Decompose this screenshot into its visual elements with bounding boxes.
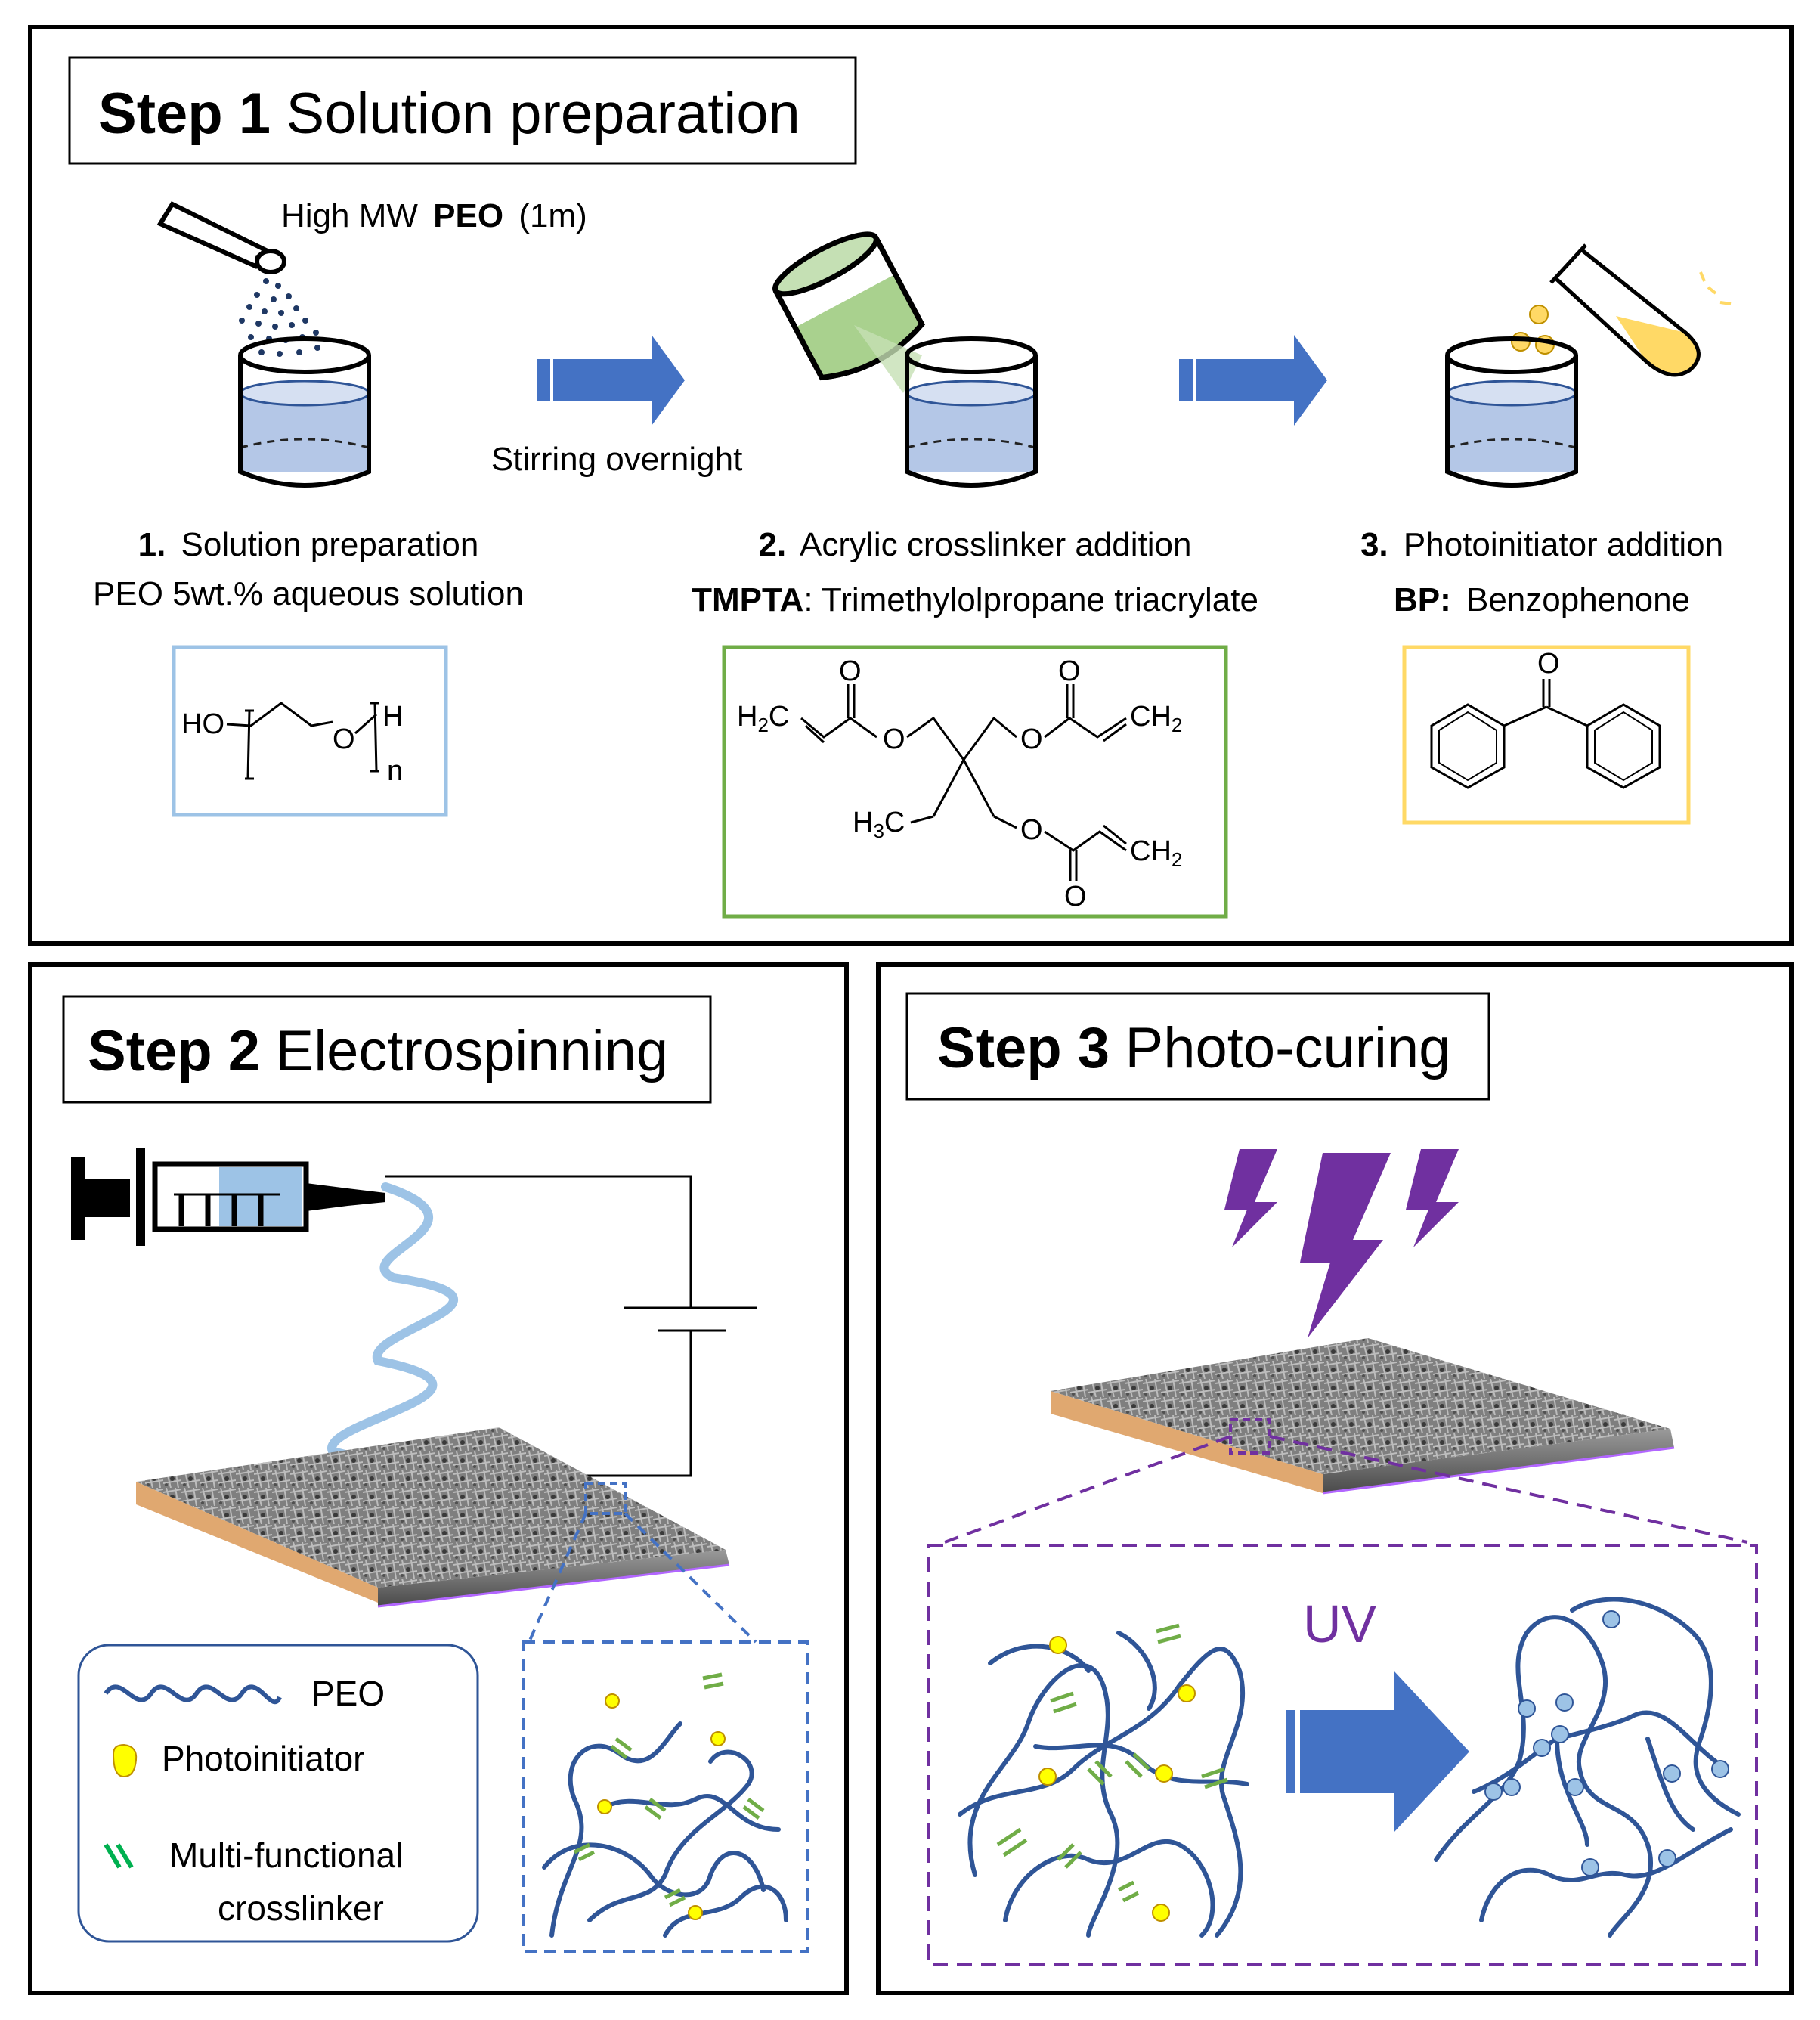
photoinitiator-dots xyxy=(1038,1636,1196,1922)
powder-particle xyxy=(293,305,299,311)
powder-particle xyxy=(258,349,265,355)
powder-particle xyxy=(275,283,281,289)
powder-particle xyxy=(246,304,252,310)
peo-structure: HO O H n xyxy=(172,645,448,817)
svg-text:O: O xyxy=(1064,881,1087,912)
powder-particle xyxy=(296,349,302,355)
svg-text:O: O xyxy=(839,655,862,687)
svg-text:O: O xyxy=(1058,655,1081,687)
svg-text:CH2: CH2 xyxy=(1130,835,1182,871)
step3-frame xyxy=(876,962,1794,1995)
powder-particle xyxy=(272,324,278,330)
step3-title: Step 3 Photo-curing xyxy=(937,1016,1450,1080)
peo-network-cured xyxy=(1434,1597,1741,1938)
step1-frame xyxy=(28,25,1794,946)
sub2-line2: TMPTA: Trimethylolpropane triacrylate xyxy=(692,581,1258,618)
powder-particle xyxy=(262,308,268,314)
legend-photoinitiator-label: Photoinitiator xyxy=(162,1739,365,1778)
zoom-panel xyxy=(522,1640,809,1953)
powder-label: High MW PEO (1m) xyxy=(281,197,587,234)
legend-photoinitiator-swatch xyxy=(112,1743,138,1778)
step2-frame xyxy=(28,962,849,1995)
powder-particle xyxy=(314,345,320,351)
powder-particle xyxy=(286,293,292,299)
beaker-icon xyxy=(238,336,371,488)
arrow-uv xyxy=(1286,1671,1469,1833)
zoom-lines xyxy=(944,1435,1748,1544)
zoom-lines xyxy=(528,1512,757,1644)
beaker-icon xyxy=(1445,336,1578,488)
step1-title: Step 1 Solution preparation xyxy=(98,82,800,146)
svg-text:O: O xyxy=(1020,723,1043,755)
powder-particle xyxy=(278,310,284,316)
crosslinker-marks-zoom xyxy=(573,1672,765,1907)
beaker-icon xyxy=(905,336,1038,488)
powder-particles xyxy=(239,278,320,357)
powder-particle xyxy=(255,321,262,327)
powder-particle xyxy=(277,351,283,357)
svg-text:n: n xyxy=(387,755,403,787)
peo-network-zoom xyxy=(542,1721,788,1938)
svg-text:O: O xyxy=(333,723,355,755)
legend-crosslinker-label-1: Multi-functional xyxy=(169,1836,403,1875)
svg-text:O: O xyxy=(1020,814,1043,846)
zoom-panel xyxy=(927,1544,1758,1966)
legend-peo-label: PEO xyxy=(311,1674,385,1713)
benzophenone-structure: O xyxy=(1402,645,1691,825)
legend-peo-swatch xyxy=(104,1684,282,1705)
yellow-drops xyxy=(1511,305,1555,355)
sub1-line2: PEO 5wt.% aqueous solution xyxy=(93,575,524,612)
uv-label: UV xyxy=(1303,1594,1377,1653)
arrow-step xyxy=(1179,335,1327,426)
tmpta-structure: H2C O O O O CH2 H3C O O CH2 xyxy=(722,645,1228,919)
sub3-title: 3. Photoinitiator addition xyxy=(1360,526,1723,563)
test-tube-icon xyxy=(1549,243,1732,377)
powder-particle xyxy=(313,330,319,336)
svg-text:H3C: H3C xyxy=(853,807,905,842)
powder-particle xyxy=(263,278,269,284)
svg-text:O: O xyxy=(1537,648,1560,680)
lightning-icon xyxy=(1224,1149,1459,1338)
photoinitiator-dots-zoom xyxy=(597,1693,726,1920)
powder-particle xyxy=(289,322,295,328)
sub1-title: 1. Solution preparation xyxy=(138,526,479,563)
step1-panel: Step 1 Solution preparation High MW PEO … xyxy=(28,25,1794,946)
fiber-mat-icon xyxy=(136,1427,730,1608)
step2-panel: Step 2 Electrospinning xyxy=(28,962,849,1995)
stirring-label: Stirring overnight xyxy=(491,441,743,478)
powder-particle xyxy=(239,318,245,324)
sub3-line2: BP: Benzophenone xyxy=(1394,581,1690,618)
svg-text:CH2: CH2 xyxy=(1130,701,1182,736)
svg-text:O: O xyxy=(883,723,905,755)
step3-title-box xyxy=(905,992,1490,1101)
legend-crosslinker-label-2: crosslinker xyxy=(218,1888,384,1928)
powder-particle xyxy=(248,334,254,340)
powder-particle xyxy=(271,296,277,302)
powder-particle xyxy=(302,318,308,324)
crosslink-nodes xyxy=(1484,1610,1729,1876)
fiber-mat-icon xyxy=(1051,1338,1675,1495)
spatula-icon xyxy=(156,201,286,274)
step2-title: Step 2 Electrospinning xyxy=(88,1019,668,1083)
step1-title-box xyxy=(68,56,857,165)
powder-particle xyxy=(254,292,260,298)
legend-crosslinker-swatch xyxy=(104,1843,134,1869)
svg-text:H: H xyxy=(382,701,403,733)
svg-text:H2C: H2C xyxy=(737,701,789,736)
battery-icon xyxy=(385,1175,757,1477)
step2-title-box xyxy=(62,995,712,1104)
arrow-stirring xyxy=(537,335,685,426)
svg-text:HO: HO xyxy=(181,708,224,740)
sub2-title: 2. Acrylic crosslinker addition xyxy=(759,526,1192,563)
step3-panel: Step 3 Photo-curing xyxy=(876,962,1794,1995)
syringe-icon xyxy=(71,1148,385,1246)
legend: PEO Photoinitiator Multi-functional cros… xyxy=(77,1644,479,1943)
zoom-box xyxy=(584,1482,627,1515)
crosslinker-marks xyxy=(996,1623,1228,1903)
